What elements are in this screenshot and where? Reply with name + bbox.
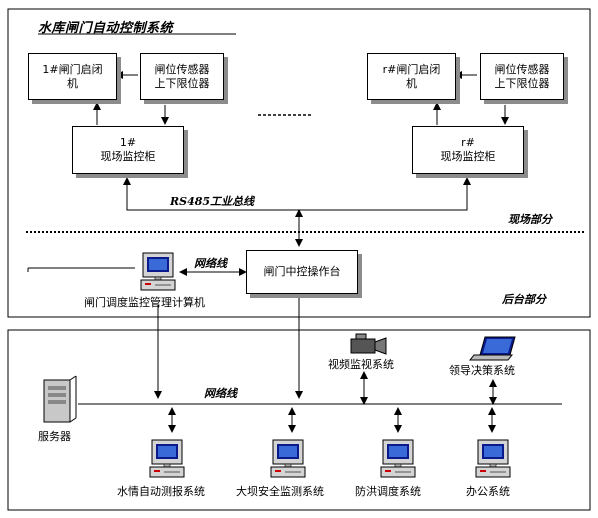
sensor1-box: 闸位传感器 上下限位器 — [140, 53, 224, 100]
diagram-title: 水库闸门自动控制系统 — [38, 21, 174, 36]
cabinet1-line1: 1# — [119, 136, 137, 149]
central-console-label: 闸门中控操作台 — [263, 265, 341, 278]
gate-r-hoist-box: r#闸门启闭 机 — [367, 53, 456, 100]
gate1-hoist-box: 1#闸门启闭 机 — [28, 53, 117, 100]
cabinet-r-line1: r# — [461, 136, 475, 149]
sensor-r-box: 闸位传感器 上下限位器 — [480, 53, 564, 100]
rs485-bus-label: RS485工业总线 — [170, 195, 255, 208]
gate1-line1: 1#闸门启闭 — [42, 62, 103, 76]
gate-r-line2: 机 — [406, 76, 417, 90]
cabinet-r-line2: 现场监控柜 — [440, 150, 496, 163]
hydrology-computer-icon — [149, 439, 185, 478]
laptop-icon — [468, 336, 516, 361]
server-label: 服务器 — [38, 430, 71, 443]
gate-r-line1: r#闸门启闭 — [382, 62, 441, 76]
flood-control-system-label: 防洪调度系统 — [355, 485, 421, 498]
flood-control-computer-icon — [380, 439, 416, 478]
dam-safety-computer-icon — [270, 439, 306, 478]
sensor1-line1: 闸位传感器 — [154, 62, 210, 76]
cabinet1-box: 1# 现场监控柜 — [72, 126, 184, 174]
cabinet-r-box: r# 现场监控柜 — [412, 126, 524, 174]
office-system-label: 办公系统 — [466, 485, 510, 498]
central-console-box: 闸门中控操作台 — [246, 250, 358, 294]
leader-system-label: 领导决策系统 — [449, 364, 515, 377]
sensor1-line2: 上下限位器 — [154, 76, 210, 90]
office-network-label: 网络线 — [204, 387, 237, 400]
video-system-label: 视频监视系统 — [328, 358, 394, 371]
backstage-network-label: 网络线 — [194, 257, 227, 270]
dispatch-computer-icon — [140, 252, 176, 291]
sensor-r-line1: 闸位传感器 — [494, 62, 550, 76]
sensor-r-line2: 上下限位器 — [494, 76, 550, 90]
dam-safety-system-label: 大坝安全监测系统 — [236, 485, 324, 498]
video-camera-icon — [350, 333, 387, 355]
dispatch-computer-label: 闸门调度监控管理计算机 — [84, 296, 205, 309]
server-icon — [43, 375, 77, 423]
gate1-line2: 机 — [67, 76, 78, 90]
field-section-label: 现场部分 — [508, 213, 552, 226]
office-computer-icon — [475, 439, 511, 478]
hydrology-system-label: 水情自动测报系统 — [117, 485, 205, 498]
backstage-section-label: 后台部分 — [502, 293, 546, 306]
cabinet1-line2: 现场监控柜 — [100, 150, 156, 163]
